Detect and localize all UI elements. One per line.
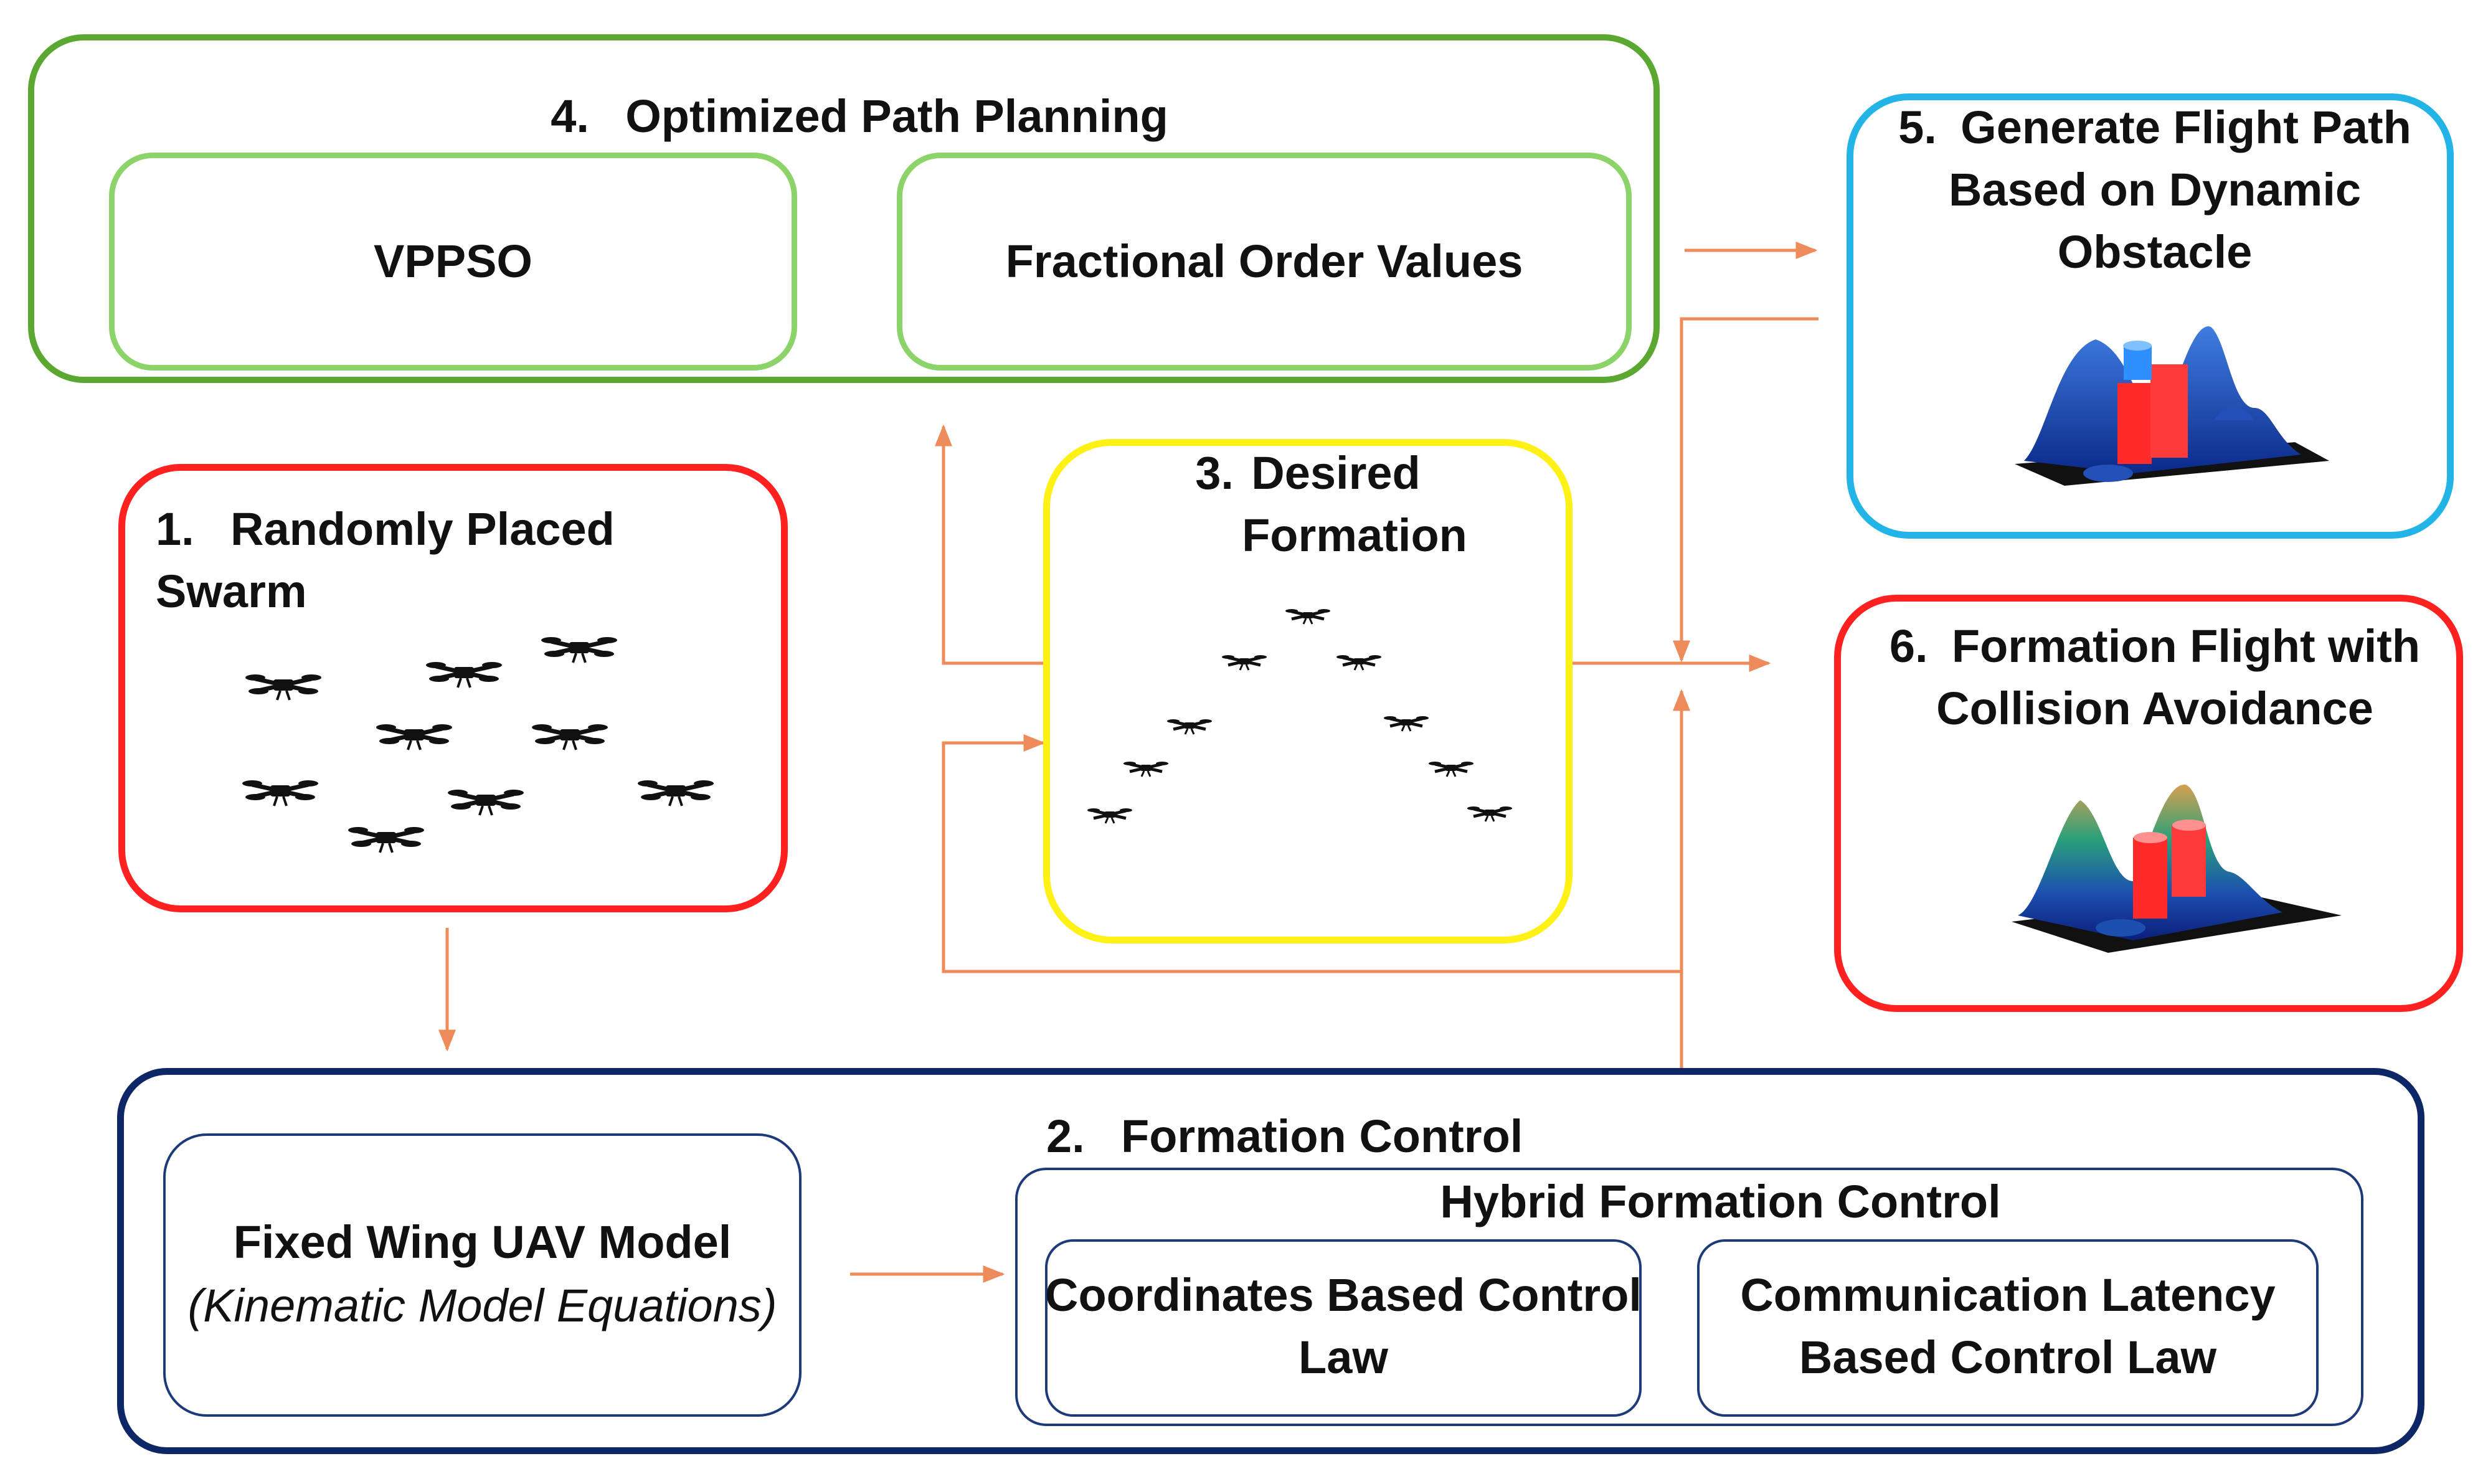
hybrid-formation-control-title: Hybrid Formation Control bbox=[1440, 1176, 2001, 1227]
drone-icon bbox=[1123, 762, 1168, 777]
formation-flight-title: 6.Formation Flight with Collision Avoida… bbox=[1889, 620, 2421, 734]
formation-flight-box bbox=[1834, 595, 2463, 1012]
drone-icon bbox=[242, 780, 318, 806]
optimized-path-planning-title: 4.Optimized Path Planning bbox=[551, 90, 1168, 142]
dynamic-obstacle-terrain-image bbox=[2015, 326, 2329, 486]
drone-icon bbox=[245, 674, 321, 700]
uav-model-box bbox=[163, 1133, 802, 1417]
drone-icon bbox=[1087, 808, 1132, 823]
arrow-5-to-6 bbox=[1673, 317, 1819, 663]
drone-icon bbox=[1167, 719, 1212, 734]
drone-icon bbox=[532, 724, 608, 750]
vppso-box: VPPSO bbox=[109, 153, 797, 371]
formation-control-title: 2.Formation Control bbox=[1046, 1110, 1523, 1162]
drone-icon bbox=[1429, 762, 1473, 777]
collision-avoidance-terrain-image bbox=[2012, 784, 2342, 953]
uav-model-title: Fixed Wing UAV Model bbox=[233, 1216, 732, 1268]
desired-formation-title: 3.Desired Formation bbox=[1195, 447, 1467, 561]
communication-latency-law-text: Communication Latency Based Control Law bbox=[1740, 1269, 2276, 1383]
drone-icon bbox=[541, 637, 617, 663]
uav-model-subtitle: (Kinematic Model Equations) bbox=[187, 1280, 777, 1331]
randomly-placed-swarm-box bbox=[118, 464, 788, 912]
communication-latency-law-box bbox=[1697, 1239, 2319, 1417]
arrow-2-to-3 bbox=[942, 734, 1682, 973]
generate-flight-path-title: 5.Generate Flight Path Based on Dynamic … bbox=[1898, 102, 2411, 278]
drone-icon bbox=[448, 790, 524, 815]
fractional-order-values-box: Fractional Order Values bbox=[897, 153, 1632, 371]
formation-control-box bbox=[117, 1068, 2424, 1454]
desired-formation-box bbox=[1043, 439, 1573, 943]
drone-icon bbox=[638, 780, 714, 806]
generate-flight-path-box bbox=[1847, 93, 2454, 539]
random-swarm-drones bbox=[237, 610, 735, 872]
hybrid-formation-control-box bbox=[1015, 1168, 2363, 1426]
optimized-path-planning-box bbox=[28, 34, 1660, 383]
coordinates-control-law-box bbox=[1045, 1239, 1642, 1417]
drone-icon bbox=[1222, 655, 1267, 670]
drone-icon bbox=[426, 662, 502, 688]
coordinates-control-law-text: Coordinates Based Control Law bbox=[1045, 1269, 1642, 1383]
drone-icon bbox=[1285, 609, 1330, 624]
drone-icon bbox=[348, 827, 424, 853]
drone-icon bbox=[376, 724, 452, 750]
randomly-placed-swarm-title: 1.Randomly Placed Swarm bbox=[156, 503, 615, 617]
drone-icon bbox=[1336, 655, 1381, 670]
arrow-3-to-4 bbox=[935, 424, 1046, 665]
drone-icon bbox=[1467, 806, 1512, 821]
v-formation-drones bbox=[1084, 592, 1532, 841]
drone-icon bbox=[1384, 716, 1429, 731]
